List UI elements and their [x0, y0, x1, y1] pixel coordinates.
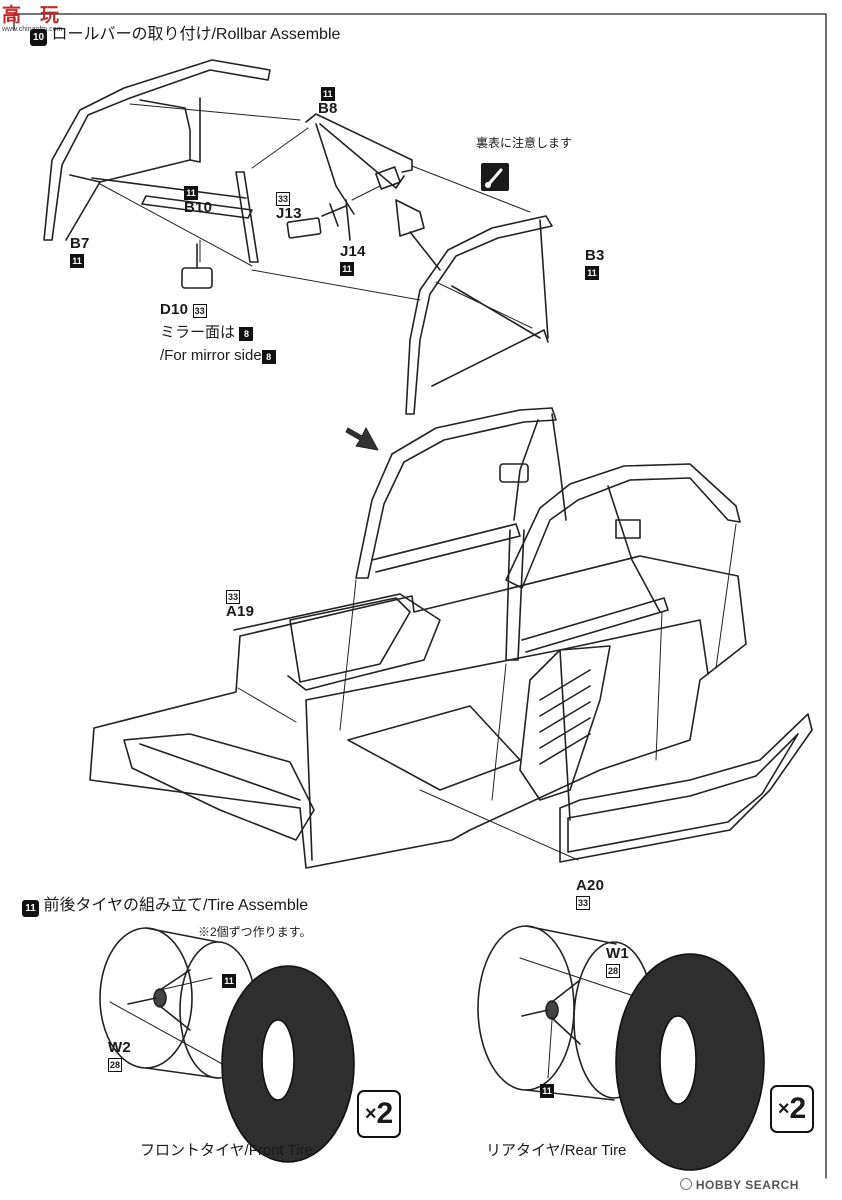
rear-multiplier: 2 — [789, 1092, 807, 1125]
w2-color: 28 — [108, 1058, 122, 1072]
assembled-body-tub — [89, 555, 747, 869]
hobbysearch-logo-icon — [680, 1178, 692, 1190]
a20-code: A20 — [576, 877, 605, 894]
mirror-note-jp: ミラー面は — [160, 324, 236, 342]
d10-color: 33 — [192, 304, 207, 318]
caution-brush-icon — [481, 163, 509, 191]
part-b7-rollcage-front — [43, 59, 271, 241]
b8-color: 11 — [320, 87, 335, 101]
front-hub-color: 11 — [222, 972, 236, 988]
label-b7: B7 11 — [70, 236, 90, 268]
label-a20: A20 33 — [576, 878, 604, 910]
front-multiplier: 2 — [376, 1097, 394, 1130]
step11-title: 前後タイヤの組み立て/Tire Assemble — [43, 897, 309, 914]
front-multiply-two-icon: ×2 — [357, 1090, 401, 1138]
front-tire-caption: フロントタイヤ/Front Tire — [140, 1142, 313, 1159]
mirror-color-en: 8 — [261, 350, 276, 365]
assembled-rollcage — [355, 407, 741, 661]
watermark-chars: 高 玩 — [2, 5, 60, 26]
part-vertical-bar — [235, 171, 259, 263]
b3-color: 11 — [585, 266, 599, 280]
label-b8: 11 B8 — [318, 85, 338, 117]
label-j14: J14 11 — [340, 244, 366, 276]
j14-code: J14 — [340, 243, 366, 260]
part-d10-mirror — [181, 243, 213, 289]
reverse-side-note: 裏表に注意します — [476, 136, 573, 150]
mirror-color-jp: 8 — [239, 327, 254, 342]
b10-color: 11 — [184, 186, 198, 200]
step10-title: ロールバーの取り付け/Rollbar Assemble — [51, 26, 341, 43]
part-b8-bar — [305, 113, 441, 271]
footer-logo-text: HOBBY SEARCH — [695, 1178, 799, 1192]
label-b10: 11 B10 — [184, 184, 212, 216]
step11-heading: 11 前後タイヤの組み立て/Tire Assemble — [22, 898, 308, 917]
label-j13: 33 J13 — [276, 190, 302, 222]
b8-code: B8 — [318, 100, 338, 117]
step10-heading: 10 ロールバーの取り付け/Rollbar Assemble — [30, 27, 340, 46]
footer-logo: HOBBY SEARCH — [680, 1178, 799, 1191]
rear-hub-color: 11 — [540, 1082, 554, 1098]
label-a19: 33 A19 — [226, 588, 254, 620]
j13-color: 33 — [276, 192, 290, 206]
step10-number: 10 — [30, 29, 47, 46]
part-b3-rear-hoop — [405, 215, 553, 415]
rear-wheel — [477, 925, 655, 1101]
b7-color: 11 — [70, 254, 84, 268]
part-j13-bracket — [286, 199, 351, 241]
w2-code: W2 — [108, 1039, 131, 1056]
b10-code: B10 — [184, 199, 213, 216]
part-b10-bar — [91, 177, 253, 219]
direction-arrow-icon — [345, 427, 379, 451]
guide-lines — [99, 103, 533, 329]
label-w1: W1 28 — [606, 946, 629, 978]
mirror-note-en: /For mirror side — [160, 347, 262, 365]
rear-multiply-two-icon: ×2 — [770, 1085, 814, 1133]
front-wheel — [99, 927, 257, 1079]
a19-color: 33 — [226, 590, 240, 604]
step11-number: 11 — [22, 900, 39, 917]
b3-code: B3 — [585, 247, 605, 264]
front-hub-color-no: 11 — [222, 974, 236, 988]
d10-code: D10 — [160, 301, 189, 318]
label-w2: W2 28 — [108, 1040, 131, 1072]
w1-color: 28 — [606, 964, 620, 978]
part-a20-panel — [559, 713, 813, 863]
label-b3: B3 11 — [585, 248, 605, 280]
b7-code: B7 — [70, 235, 90, 252]
a20-color: 33 — [576, 896, 590, 910]
front-tire-rubber — [221, 965, 355, 1163]
rear-tire-caption: リアタイヤ/Rear Tire — [486, 1142, 627, 1159]
assembly-guide-lines — [237, 523, 737, 861]
j13-code: J13 — [276, 205, 302, 222]
rear-hub-color-no: 11 — [540, 1084, 554, 1098]
page-frame — [13, 13, 827, 1179]
j14-color: 11 — [340, 262, 354, 276]
two-each-note: ※2個ずつ作ります。 — [198, 925, 312, 939]
w1-code: W1 — [606, 945, 629, 962]
a19-code: A19 — [226, 603, 255, 620]
rear-tire-rubber — [615, 953, 765, 1171]
